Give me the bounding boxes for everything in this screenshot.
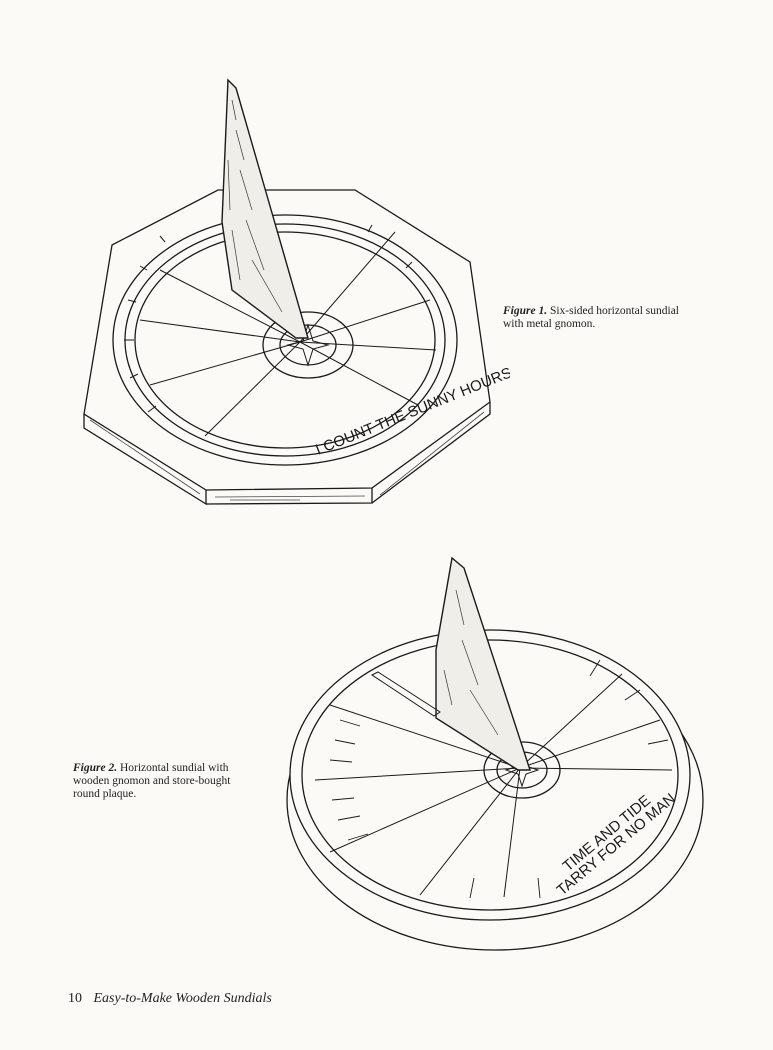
figure-2-caption-line1: Horizontal sundial with [119, 762, 229, 774]
wooden-gnomon [435, 556, 531, 771]
figure-2-label: Figure 2. [73, 762, 118, 774]
compass-rose-2 [483, 741, 561, 799]
figure-1-motto: I COUNT THE SUNNY HOURS [313, 364, 510, 458]
outer-ring [112, 214, 458, 466]
figure-2-caption-line3: round plaque. [73, 788, 137, 800]
page-footer: 10 Easy-to-Make Wooden Sundials [68, 991, 272, 1007]
figure-1-caption-line2: with metal gnomon. [503, 318, 596, 330]
figure-1-label: Figure 1. [503, 305, 548, 317]
figure-1-illustration: I COUNT THE SUNNY HOURS [83, 78, 510, 506]
figure-1-caption-line1: Six-sided horizontal sundial [549, 305, 680, 317]
figure-2-illustration: TIME AND TIDE TARRY FOR NO MAN [286, 556, 704, 951]
figure-1-caption: Figure 1. Six-sided horizontal sundial w… [503, 305, 703, 331]
plaque-top [289, 629, 691, 921]
figure-2-caption: Figure 2. Horizontal sundial with wooden… [73, 762, 273, 801]
compass-rose [262, 311, 354, 379]
book-title: Easy-to-Make Wooden Sundials [93, 991, 272, 1006]
figure-2-caption-line2: wooden gnomon and store-bought [73, 775, 231, 787]
gnomon [221, 78, 309, 339]
page-number: 10 [68, 991, 82, 1006]
